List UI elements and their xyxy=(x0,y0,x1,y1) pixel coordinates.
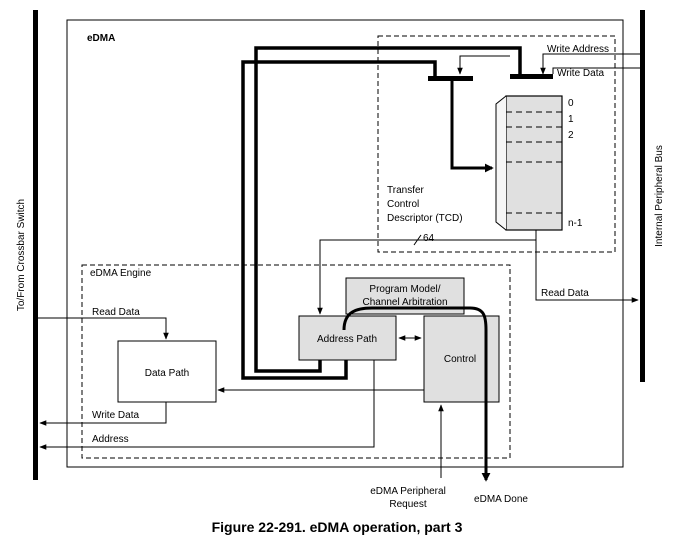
tcd-write-path xyxy=(450,81,494,173)
crossbar-bus-label: To/From Crossbar Switch xyxy=(16,199,27,311)
engine-region xyxy=(81,264,511,459)
write-address-line xyxy=(540,53,640,75)
tcd-row-0: 0 xyxy=(568,98,574,109)
tcd-row-n-1: n-1 xyxy=(568,218,583,229)
edma-done-label: eDMA Done xyxy=(474,494,528,505)
program-model-line-1: Program Model/ xyxy=(369,284,440,295)
figure-caption: Figure 22-291. eDMA operation, part 3 xyxy=(212,519,463,535)
read-data-left-label: Read Data xyxy=(92,307,140,318)
data-path-block xyxy=(117,340,217,403)
peripheral-bus-label: Internal Peripheral Bus xyxy=(654,145,665,247)
peripheral-request-line-2: Request xyxy=(389,499,426,510)
write-data-left-label: Write Data xyxy=(92,410,139,421)
peripheral-bus-bar xyxy=(640,10,645,382)
address-path-label: Address Path xyxy=(317,334,377,345)
tcd-label-line-3: Descriptor (TCD) xyxy=(387,213,463,224)
read-data-left-line xyxy=(38,317,169,340)
bus-width-label: 64 xyxy=(423,233,435,244)
engine-label: eDMA Engine xyxy=(90,268,152,279)
tcd-mux-bar-left xyxy=(428,76,473,81)
write-address-label: Write Address xyxy=(547,44,609,55)
write-data-left-line xyxy=(39,402,167,426)
bus-width-tick xyxy=(413,234,422,246)
write-data-top-line xyxy=(552,67,640,74)
edma-outer-box xyxy=(66,19,624,468)
edma-title: eDMA xyxy=(87,33,115,44)
tcd-row-1: 1 xyxy=(568,114,574,125)
peripheral-request-line-1: eDMA Peripheral xyxy=(370,486,446,497)
control-label: Control xyxy=(444,354,476,365)
tcd-label-line-2: Control xyxy=(387,199,419,210)
tcd-readout-bus xyxy=(317,230,537,315)
address-line xyxy=(39,360,375,450)
tcd-label-line-1: Transfer xyxy=(387,185,425,196)
address-label: Address xyxy=(92,434,129,445)
edma-done-path xyxy=(342,306,491,482)
mux-left-input xyxy=(457,55,510,75)
read-data-right-label: Read Data xyxy=(541,288,589,299)
crossbar-bus-bar xyxy=(33,10,38,480)
tcd-region xyxy=(377,35,616,253)
tcd-row-2: 2 xyxy=(568,130,574,141)
data-path-label: Data Path xyxy=(145,368,189,379)
read-data-right-line xyxy=(535,240,639,303)
thick-address-loops xyxy=(241,46,522,380)
write-data-top-label: Write Data xyxy=(557,68,604,79)
program-model-line-2: Channel Arbitration xyxy=(362,297,447,308)
tcd-mux-bar-right xyxy=(510,74,553,79)
tcd-table xyxy=(495,95,563,231)
